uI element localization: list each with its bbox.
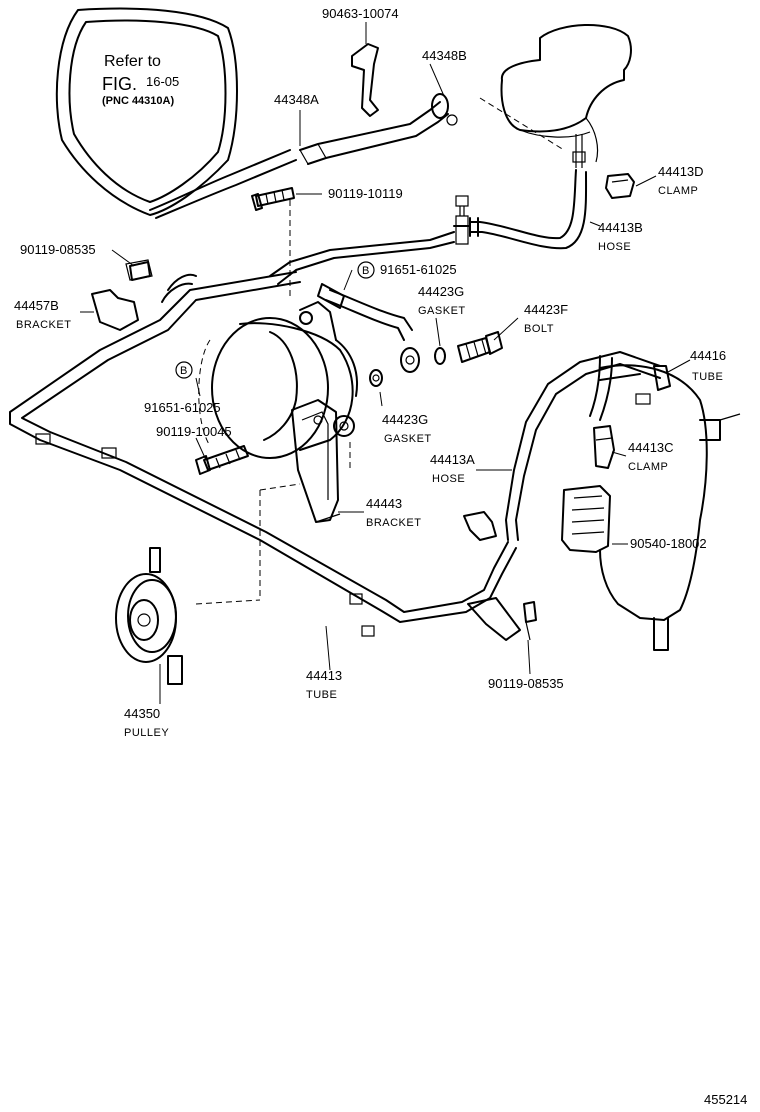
bolt-44423f (457, 331, 503, 363)
callout-number: 44413A (430, 452, 475, 467)
tube-44413 (9, 271, 517, 637)
callout-name: TUBE (692, 371, 723, 383)
callout-number: 44348A (274, 92, 319, 107)
callout-number: 44413B (598, 220, 643, 235)
dashed-guides (195, 97, 565, 605)
union-fitting (317, 283, 446, 387)
hose-44413a (589, 355, 641, 421)
callout-44457b: 44457B BRACKET (14, 298, 71, 331)
callout-number: 44350 (124, 706, 160, 721)
lower-fittings (463, 511, 537, 641)
clamp-44413d (605, 173, 635, 199)
callout-number: 90119-10045 (156, 424, 232, 439)
callout-44350: 44350 PULLEY (124, 706, 169, 739)
callout-44423g-lower: 44423G GASKET (382, 412, 432, 445)
reference-loop (55, 7, 297, 219)
circle-mark-b-lower: B (175, 361, 193, 379)
callout-number: 44423F (524, 302, 568, 317)
reservoir-tank (500, 24, 632, 168)
callout-name: TUBE (306, 689, 337, 701)
callout-number: 91651-61025 (380, 262, 457, 277)
pulley-44350 (115, 547, 183, 685)
callout-44443: 44443 BRACKET (366, 496, 421, 529)
callout-44413b: 44413B HOSE (598, 220, 643, 253)
circle-mark-b-upper: B (357, 261, 375, 279)
bolt-10119 (251, 187, 295, 211)
callout-number: 90119-08535 (20, 242, 96, 257)
reference-line-1: Refer to (104, 53, 161, 70)
bracket-44457b (91, 259, 153, 331)
callout-name: GASKET (418, 305, 466, 317)
callout-name: HOSE (598, 241, 631, 253)
bolt-10045 (195, 445, 249, 475)
callout-90119-10045: 90119-10045 (156, 424, 232, 439)
callout-90119-10119: 90119-10119 (328, 186, 403, 201)
circle-mark-b-lower-label: B (180, 365, 187, 377)
callout-90119-08535-lower: 90119-08535 (488, 676, 564, 691)
callout-44416: 44416 TUBE (690, 348, 726, 383)
callout-number: 90540-18002 (630, 536, 707, 551)
callout-44348b: 44348B (422, 48, 467, 63)
callout-44413c: 44413C CLAMP (628, 440, 674, 473)
callout-number: 44457B (14, 298, 59, 313)
callout-91651-61025-upper: 91651-61025 (380, 262, 457, 277)
callout-44423f: 44423F BOLT (524, 302, 568, 335)
callout-44423g-upper: 44423G GASKET (418, 284, 466, 317)
callout-number: 90119-10119 (328, 186, 403, 201)
leader-lines (80, 22, 691, 704)
callout-number: 90463-10074 (322, 6, 399, 21)
callout-number: 91651-61025 (144, 400, 221, 415)
callout-name: BOLT (524, 323, 554, 335)
clamp-90540 (561, 485, 611, 553)
reference-pnc: (PNC 44310A) (102, 95, 174, 107)
reference-note: Refer to FIG. 16-05 (PNC 44310A) (102, 53, 179, 107)
hose-44413b (453, 169, 588, 250)
callout-number: 44348B (422, 48, 467, 63)
clamp-44413c (593, 425, 615, 469)
callout-number: 44413C (628, 440, 674, 455)
callout-44413a: 44413A HOSE (430, 452, 475, 485)
circle-mark-b-upper-label: B (362, 265, 369, 277)
callout-90463-10074: 90463-10074 (322, 6, 399, 21)
callout-name: BRACKET (366, 517, 421, 529)
callout-name: BRACKET (16, 319, 71, 331)
return-hose (299, 93, 458, 165)
tube-44416 (505, 351, 671, 541)
reference-fig-word: FIG. (102, 74, 137, 94)
reference-fig-number: 16-05 (146, 74, 179, 89)
steering-gear-housing (599, 364, 741, 651)
callout-name: CLAMP (658, 185, 698, 197)
callout-44413: 44413 TUBE (306, 668, 342, 701)
callout-90119-08535-upper: 90119-08535 (20, 242, 96, 257)
bracket-44443 (291, 399, 341, 523)
callout-name: CLAMP (628, 461, 668, 473)
callout-number: 44443 (366, 496, 402, 511)
callout-number: 44423G (418, 284, 464, 299)
diagram-code: 455214 (704, 1092, 747, 1107)
callout-name: HOSE (432, 473, 465, 485)
callout-number: 44413 (306, 668, 342, 683)
bolt-08535-upper (129, 261, 151, 281)
callout-44348a: 44348A (274, 92, 319, 107)
clamp-bracket (351, 43, 379, 117)
callout-91651-61025-lower: 91651-61025 (144, 400, 221, 415)
callout-number: 44413D (658, 164, 704, 179)
callout-44413d: 44413D CLAMP (658, 164, 704, 197)
callout-name: GASKET (384, 433, 432, 445)
callout-number: 44423G (382, 412, 428, 427)
callout-number: 90119-08535 (488, 676, 564, 691)
callout-name: PULLEY (124, 727, 169, 739)
callout-90540-18002: 90540-18002 (630, 536, 707, 551)
callout-number: 44416 (690, 348, 726, 363)
